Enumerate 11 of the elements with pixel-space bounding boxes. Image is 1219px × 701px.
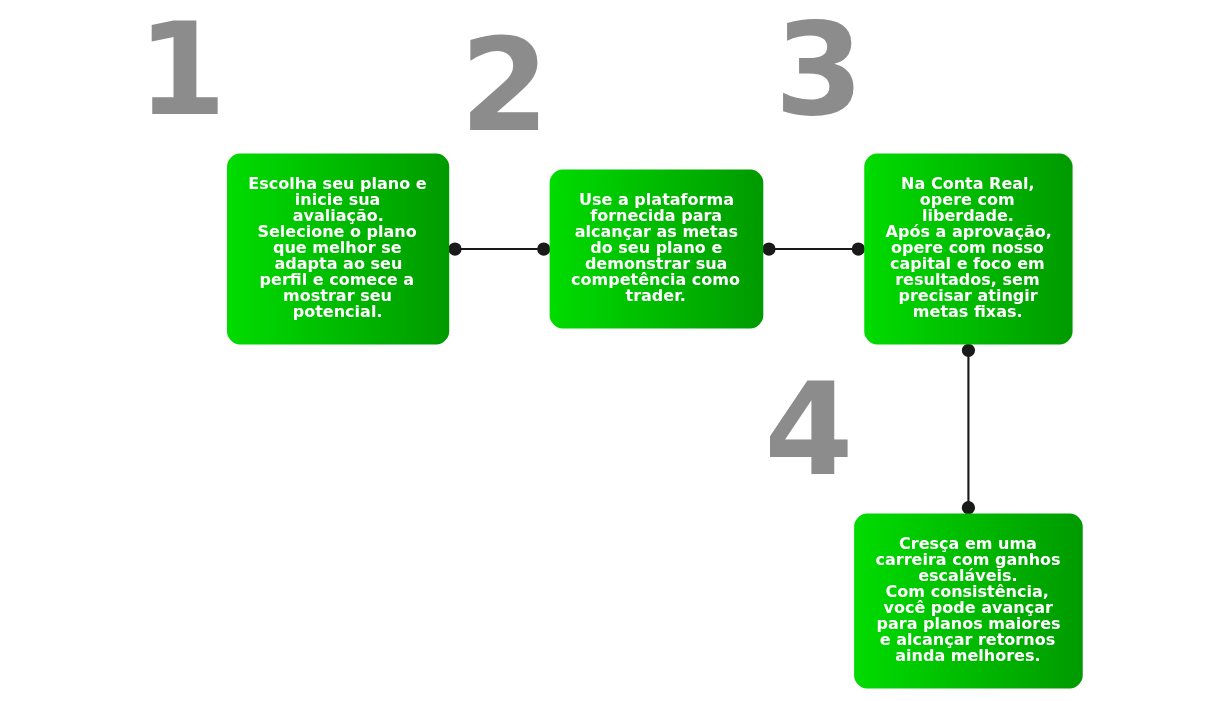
connector [961,343,975,515]
connector [447,242,550,256]
node-box: Cresça em uma carreira com ganhos escaláveis. Com consistência, você pode avançar para planos maiores e alcançar retornos ainda melhores. [853,513,1083,689]
connector [761,242,865,256]
node-box: Na Conta Real, opere com liberdade. Após a aprovação, opere com nosso capital e foco em resultados, sem precisar atingir metas fixas. [863,153,1073,345]
node-box: Use a plataforma fornecida para alcançar as metas do seu plano e demonstrar sua competência como trader. [549,169,763,329]
node-label: 1 [136,0,226,144]
node-label: 4 [763,354,854,504]
node-box: Escolha seu plano e inicie sua avaliação. Selecione o plano que melhor se adapta ao seu perfil e comece a mostrar seu potencial. [226,153,449,345]
node-label: 2 [459,10,549,160]
node-label: 3 [774,0,864,144]
